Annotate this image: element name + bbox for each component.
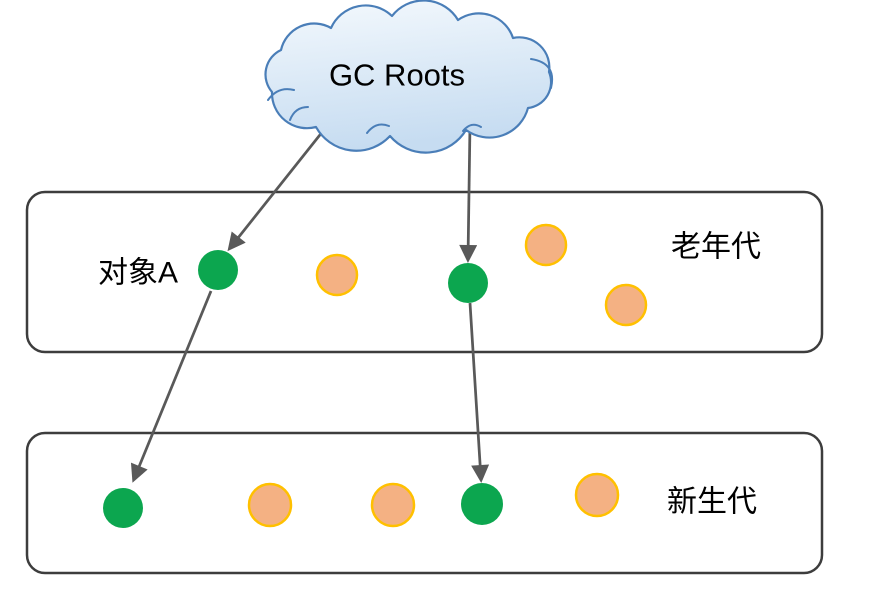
object-a-label: 对象A [98,257,178,290]
reference-arrow-cloud-to-object-a [227,125,329,252]
unreachable-object-node [574,472,620,518]
reachable-object-node [461,483,503,525]
gc-roots-label: GC Roots [329,58,465,93]
unreachable-object-node [524,223,568,267]
reference-arrow-object-a-to-newgen-object [130,290,213,483]
unreachable-object-node [315,253,359,297]
reachable-object-node [198,250,238,290]
cloud-shape [264,0,553,154]
unreachable-object-node [370,482,416,528]
unreachable-object-node [604,283,648,327]
reachable-object-node [448,263,488,303]
reference-arrow-oldgen-object-to-newgen-object [468,302,490,483]
region-label-old-gen: 老年代 [671,231,761,264]
region-new-gen [25,431,824,575]
reference-arrow-cloud-to-oldgen-object [459,123,478,263]
reachable-object-node [103,488,143,528]
cloud-inner-arcs [267,58,553,134]
unreachable-object-node [247,482,293,528]
gc-roots-cloud: GC Roots [264,0,553,154]
region-label-new-gen: 新生代 [667,486,757,519]
